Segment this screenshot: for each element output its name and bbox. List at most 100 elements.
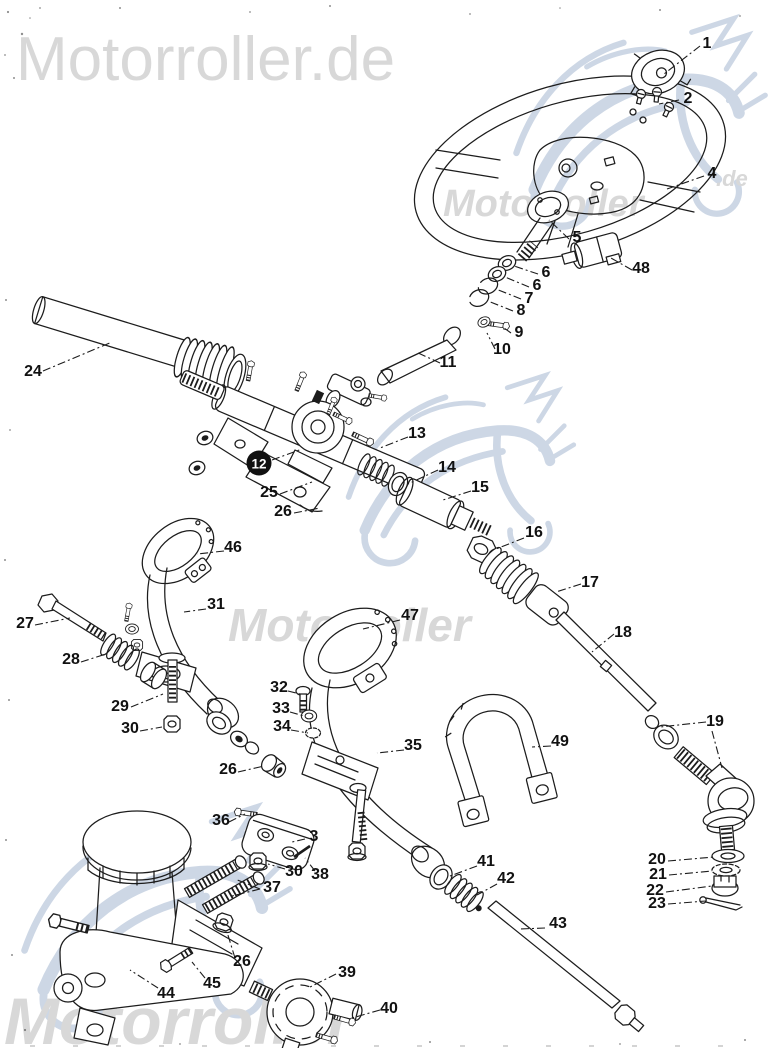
part-label-38: 38 — [311, 866, 329, 883]
snap-ring-8 — [468, 288, 490, 308]
part-label-36: 36 — [212, 812, 230, 829]
part-label-28: 28 — [62, 651, 80, 668]
part-label-13: 13 — [408, 425, 426, 442]
cotter-pin-23 — [699, 896, 743, 911]
part-label-45: 45 — [203, 975, 221, 992]
part-label-41: 41 — [477, 853, 495, 870]
lock-washer-21 — [711, 863, 741, 877]
arm-pivot-bushings — [206, 711, 260, 755]
part-label-35: 35 — [404, 737, 422, 754]
watermark-brand-top: Motorroller.de — [16, 25, 395, 94]
part-label-33: 33 — [272, 700, 290, 717]
part-label-26c: 26 — [233, 953, 251, 970]
part-label-7: 7 — [525, 290, 534, 307]
nut-30b — [248, 852, 268, 872]
part-artwork — [31, 49, 755, 1048]
part-label-29: 29 — [111, 698, 129, 715]
bushing-26b — [260, 754, 287, 778]
push-rod-43 — [487, 900, 645, 1033]
washer-20 — [711, 848, 745, 864]
master-cylinder-body — [53, 867, 263, 1046]
part-label-4: 4 — [708, 165, 717, 182]
part-label-5: 5 — [573, 229, 582, 246]
flange-nut — [347, 842, 367, 862]
tie-rod-end — [644, 714, 755, 911]
part-label-43: 43 — [549, 915, 567, 932]
part-label-42: 42 — [497, 870, 515, 887]
part-label-49: 49 — [551, 733, 569, 750]
nut-30a — [163, 715, 181, 733]
washer-10 — [475, 314, 493, 330]
pinch-bolt-9 — [487, 320, 510, 330]
svg-text:12: 12 — [251, 457, 266, 472]
mount-bolt-left — [47, 913, 90, 936]
part-label-30b: 30 — [285, 863, 303, 880]
handle-loop-47 — [303, 607, 398, 694]
part-label-34: 34 — [273, 718, 291, 735]
part-label-15: 15 — [471, 479, 489, 496]
part-label-17: 17 — [581, 574, 599, 591]
u-bracket-49 — [444, 693, 558, 828]
part-label-39: 39 — [338, 964, 356, 981]
part-label-6b: 6 — [533, 277, 542, 294]
leader-lines — [34, 45, 723, 1019]
steering-lock — [561, 232, 623, 269]
flange-nut-26c — [212, 911, 235, 934]
part-label-26a: 26 — [274, 503, 292, 520]
suspension-arm-35 — [301, 679, 446, 879]
part-label-26b: 26 — [219, 761, 237, 778]
part-label-46: 46 — [224, 539, 242, 556]
part-badge-12: 12 — [246, 450, 272, 476]
ring-41 — [429, 864, 453, 890]
part-label-2: 2 — [684, 90, 693, 107]
bolt-32 — [295, 685, 311, 713]
handle-loop-46 — [141, 517, 215, 585]
steering-wheel-hub — [435, 108, 701, 248]
horn-cap-screws — [635, 86, 675, 118]
part-label-18: 18 — [614, 624, 632, 641]
part-label-44: 44 — [157, 985, 175, 1002]
part-label-19: 19 — [706, 713, 724, 730]
part-label-37: 37 — [263, 879, 281, 896]
reservoir-cap — [82, 810, 192, 886]
part-label-31: 31 — [207, 596, 225, 613]
part-label-1: 1 — [703, 35, 712, 52]
part-label-16: 16 — [525, 524, 543, 541]
pin-38 — [293, 844, 311, 859]
part-label-11: 11 — [440, 354, 457, 371]
pivot-bolt-27 — [37, 593, 107, 642]
part-label-21: 21 — [649, 866, 667, 883]
part-label-23: 23 — [648, 895, 666, 912]
castle-nut-22 — [711, 875, 739, 897]
part-label-10: 10 — [493, 341, 511, 358]
part-label-9: 9 — [515, 324, 524, 341]
lock-washer-34 — [304, 727, 322, 739]
part-label-48: 48 — [632, 260, 650, 277]
part-label-22: 22 — [646, 882, 664, 899]
bushing-sleeve — [139, 661, 168, 690]
steering-shaft — [516, 190, 570, 262]
part-label-25: 25 — [260, 484, 278, 501]
tie-rod — [555, 611, 657, 712]
part-labels: 1 2 4 5 48 6 6 7 8 9 10 11 24 13 12 14 1… — [16, 35, 724, 1017]
part-label-40: 40 — [380, 1000, 398, 1017]
suspension-arm-31 — [121, 567, 240, 733]
part-label-6a: 6 — [542, 264, 551, 281]
washer-33 — [300, 709, 318, 723]
paper-speckles — [4, 5, 746, 1047]
stud-bolts-37 — [183, 855, 265, 914]
part-label-8: 8 — [517, 302, 526, 319]
part-label-3: 3 — [310, 828, 319, 845]
steering-rack-housing — [179, 358, 426, 513]
part-label-47: 47 — [401, 607, 419, 624]
part-label-24: 24 — [24, 363, 42, 380]
part-label-27: 27 — [16, 615, 34, 632]
watermark-layer: Motorroller.de Motorroller .de Motorroll… — [4, 19, 765, 1048]
part-label-32: 32 — [270, 679, 288, 696]
spring-42 — [441, 871, 487, 915]
horn-button-cap — [630, 49, 692, 97]
part-label-20: 20 — [648, 851, 666, 868]
coupling-39 — [248, 978, 363, 1048]
